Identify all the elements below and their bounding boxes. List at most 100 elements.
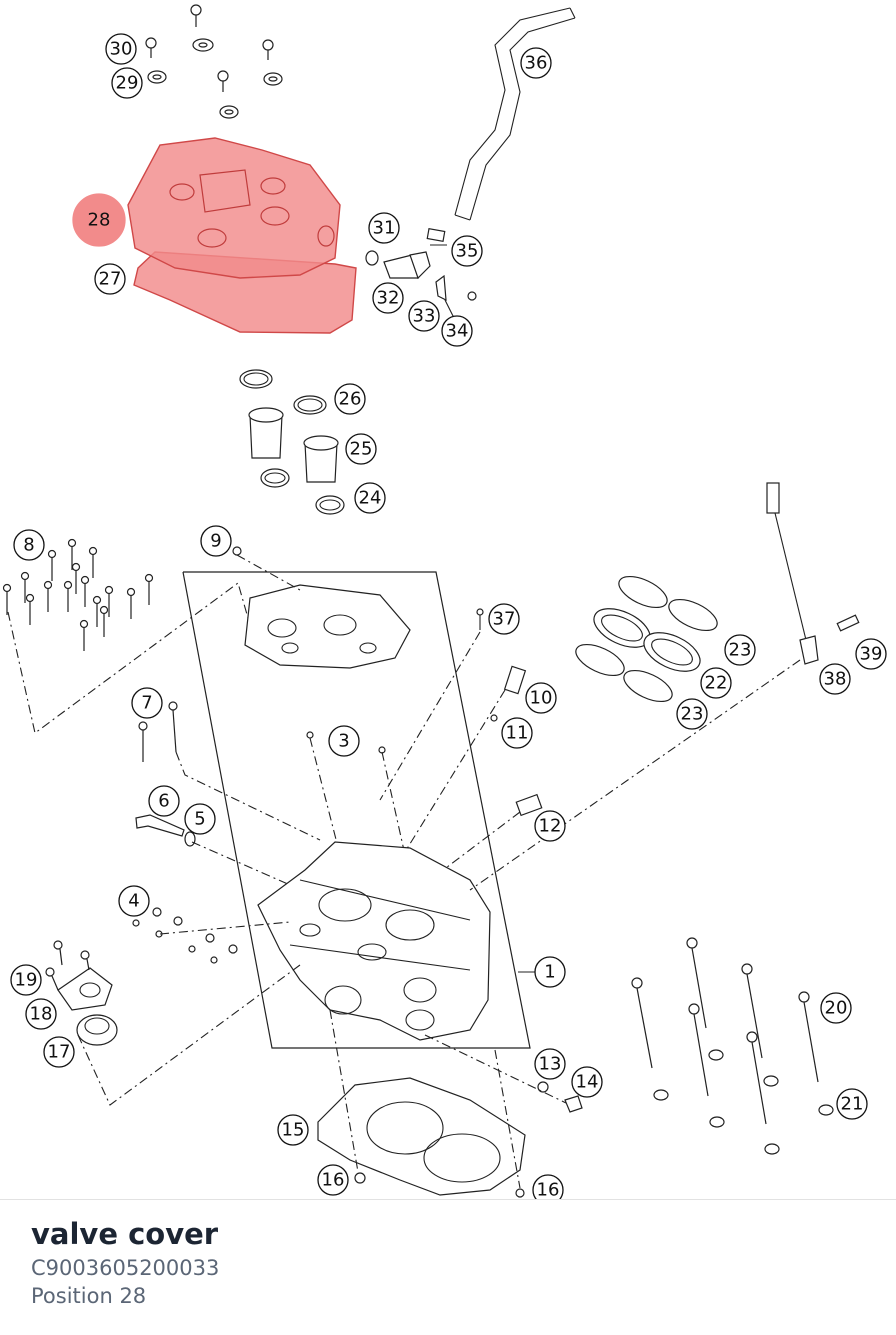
- sensors: [306, 608, 543, 881]
- valve-cover-highlight[interactable]: [127, 137, 357, 334]
- callout-24[interactable]: 24: [354, 482, 386, 514]
- exploded-parts-diagram: 1 3 4 5 6 7 8 9 10 11 12 13 14 15 16 16 …: [2, 4, 887, 1201]
- svg-text:37: 37: [493, 609, 516, 630]
- svg-text:3: 3: [338, 731, 349, 752]
- callout-26[interactable]: 26: [334, 383, 366, 415]
- breather-hose: [454, 7, 576, 221]
- thermostat-housing: [45, 940, 301, 1106]
- callout-3[interactable]: 3: [328, 725, 360, 757]
- svg-text:16: 16: [537, 1180, 560, 1201]
- leader-lines: [430, 244, 536, 973]
- callout-18[interactable]: 18: [25, 998, 57, 1030]
- callout-5[interactable]: 5: [184, 803, 216, 835]
- part-info-panel: valve cover C9003605200033 Position 28: [31, 1214, 219, 1310]
- callout-16-b[interactable]: 16: [532, 1174, 564, 1201]
- callout-8[interactable]: 8: [13, 529, 45, 561]
- svg-text:4: 4: [128, 891, 139, 912]
- callout-35[interactable]: 35: [451, 235, 483, 267]
- svg-text:21: 21: [841, 1094, 864, 1115]
- callout-21[interactable]: 21: [836, 1088, 868, 1120]
- svg-text:18: 18: [30, 1004, 53, 1025]
- svg-text:38: 38: [824, 669, 847, 690]
- svg-text:9: 9: [210, 531, 221, 552]
- callout-10[interactable]: 10: [525, 682, 557, 714]
- svg-text:12: 12: [539, 816, 562, 837]
- callout-6[interactable]: 6: [148, 785, 180, 817]
- callout-4[interactable]: 4: [118, 885, 150, 917]
- callout-19[interactable]: 19: [10, 964, 42, 996]
- callout-13[interactable]: 13: [534, 1048, 566, 1080]
- intake-flanges-clamps: [575, 575, 718, 703]
- callout-30[interactable]: 30: [105, 33, 137, 65]
- breather-fittings: [365, 227, 477, 302]
- callout-32[interactable]: 32: [372, 282, 404, 314]
- svg-text:25: 25: [350, 439, 373, 460]
- callout-36[interactable]: 36: [520, 47, 552, 79]
- callout-17[interactable]: 17: [43, 1036, 75, 1068]
- callout-33[interactable]: 33: [408, 300, 440, 332]
- callout-38[interactable]: 38: [819, 663, 851, 695]
- callout-37[interactable]: 37: [488, 603, 520, 635]
- callout-9[interactable]: 9: [200, 525, 232, 557]
- svg-text:33: 33: [413, 306, 436, 327]
- svg-text:7: 7: [141, 693, 152, 714]
- svg-text:29: 29: [116, 73, 139, 94]
- head-bolts-front: [135, 701, 321, 886]
- callout-28-selected[interactable]: 28: [72, 193, 126, 247]
- callout-1[interactable]: 1: [534, 956, 566, 988]
- svg-text:26: 26: [339, 389, 362, 410]
- svg-text:19: 19: [15, 970, 38, 991]
- callout-31[interactable]: 31: [368, 212, 400, 244]
- cover-screws-grommets: [145, 4, 283, 119]
- callout-11[interactable]: 11: [501, 717, 533, 749]
- callout-16-a[interactable]: 16: [317, 1164, 349, 1196]
- svg-text:11: 11: [506, 723, 529, 744]
- callout-20[interactable]: 20: [820, 992, 852, 1024]
- callout-23-b[interactable]: 23: [676, 698, 708, 730]
- svg-text:14: 14: [576, 1072, 599, 1093]
- svg-text:16: 16: [322, 1170, 345, 1191]
- cylinder-head-frame: [7, 546, 531, 1049]
- part-name: valve cover: [31, 1217, 219, 1251]
- callout-29[interactable]: 29: [111, 67, 143, 99]
- divider: [0, 1199, 896, 1200]
- svg-text:15: 15: [282, 1120, 305, 1141]
- svg-text:34: 34: [446, 321, 469, 342]
- lambda-sensor: [469, 482, 860, 891]
- callout-25[interactable]: 25: [345, 433, 377, 465]
- svg-text:39: 39: [860, 644, 883, 665]
- callout-15[interactable]: 15: [277, 1114, 309, 1146]
- callout-39[interactable]: 39: [855, 638, 887, 670]
- svg-text:1: 1: [544, 962, 555, 983]
- svg-text:22: 22: [705, 673, 728, 694]
- svg-text:35: 35: [456, 241, 479, 262]
- callout-27[interactable]: 27: [94, 263, 126, 295]
- svg-text:32: 32: [377, 288, 400, 309]
- callout-34[interactable]: 34: [441, 315, 473, 347]
- cylinder-head-bolts: [631, 937, 834, 1155]
- callout-labels: 1 3 4 5 6 7 8 9 10 11 12 13 14 15 16 16 …: [10, 33, 887, 1201]
- svg-text:17: 17: [48, 1042, 71, 1063]
- svg-text:24: 24: [359, 488, 382, 509]
- part-position: Position 28: [31, 1284, 147, 1308]
- callout-22[interactable]: 22: [700, 667, 732, 699]
- callout-12[interactable]: 12: [534, 810, 566, 842]
- cylinder-head-gasket: [317, 1009, 583, 1198]
- svg-text:5: 5: [194, 809, 205, 830]
- svg-text:28: 28: [88, 210, 111, 231]
- svg-text:13: 13: [539, 1054, 562, 1075]
- callout-7[interactable]: 7: [131, 687, 163, 719]
- head-nuts: [132, 907, 291, 964]
- svg-text:23: 23: [681, 704, 704, 725]
- callout-23-a[interactable]: 23: [724, 634, 756, 666]
- svg-text:6: 6: [158, 791, 169, 812]
- svg-text:10: 10: [530, 688, 553, 709]
- svg-text:20: 20: [825, 998, 848, 1019]
- svg-text:36: 36: [525, 53, 548, 74]
- svg-text:23: 23: [729, 640, 752, 661]
- svg-text:8: 8: [23, 535, 34, 556]
- svg-text:27: 27: [99, 269, 122, 290]
- callout-14[interactable]: 14: [571, 1066, 603, 1098]
- camshaft-bearing-bolts: [2, 538, 154, 651]
- cylinder-head: [257, 841, 491, 1041]
